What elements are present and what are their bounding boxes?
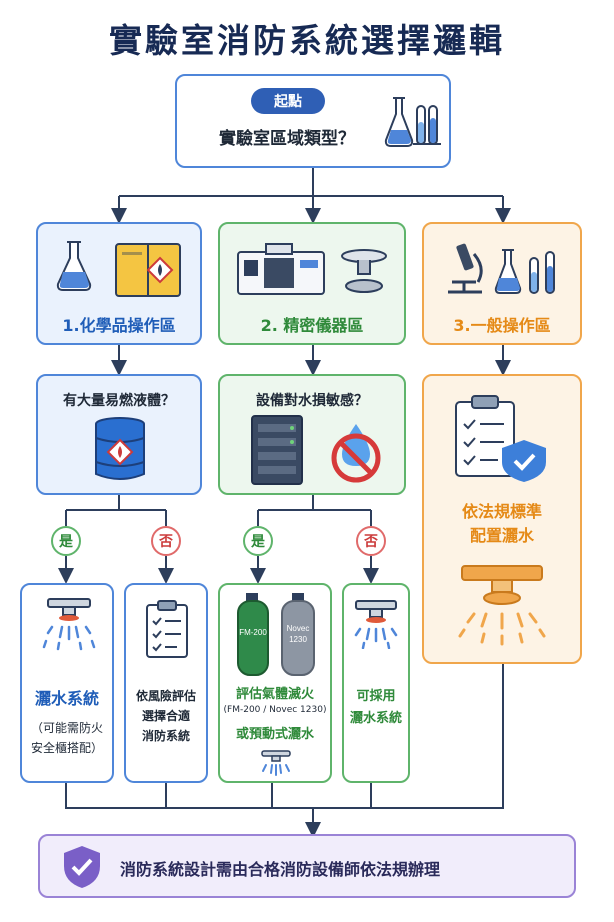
- answer-yes-water: 是: [243, 526, 273, 556]
- balance-instrument-icon: [341, 249, 387, 293]
- clipboard-checklist-icon: [146, 600, 188, 658]
- gas-cylinders-icon: FM-200 Novec 1230: [237, 593, 315, 676]
- outcome-general-line-1: 依法規標準: [461, 502, 542, 521]
- no-water-icon: [331, 424, 381, 483]
- checklist-shield-icon: [455, 395, 546, 482]
- question-flammable: 有大量易燃液體？: [36, 374, 202, 495]
- outcome-sprinkler-note-2: 安全櫃搭配）: [30, 741, 103, 755]
- sprinkler-icon: [42, 598, 96, 651]
- outcome-risk-assessment: 依風險評估 選擇合適 消防系統: [124, 583, 208, 783]
- flammable-cabinet-icon: [115, 243, 181, 297]
- outcome-sprinkler-title: 灑水系統: [34, 689, 99, 708]
- question-water-sensitive-text: 設備對水損敏感？: [256, 393, 368, 409]
- shield-check-icon: [64, 846, 100, 888]
- page-title: 實驗室消防系統選擇邏輯: [109, 21, 505, 60]
- question-flammable-text: 有大量易燃液體？: [63, 393, 175, 409]
- zone-general: 3.一般操作區: [422, 222, 582, 345]
- outcome-gas-or: 或預動式灑水: [235, 727, 314, 742]
- flask-icon: [56, 241, 92, 291]
- tank-label-right-1: Novec: [287, 624, 310, 633]
- tank-label-left: FM-200: [239, 628, 267, 637]
- answer-yes-flammable: 是: [51, 526, 81, 556]
- outcome-sprinkler: 灑水系統 （可能需防火 安全櫃搭配）: [20, 583, 114, 783]
- question-water-sensitive: 設備對水損敏感？: [218, 374, 406, 495]
- outcome-can-sprinkler-line-2: 灑水系統: [349, 711, 402, 726]
- outcome-can-sprinkler: 可採用 灑水系統: [342, 583, 410, 783]
- outcome-general-line-2: 配置灑水: [469, 526, 534, 545]
- footer-note: 消防系統設計需由合格消防設備師依法規辦理: [38, 834, 576, 898]
- outcome-gas-suppression: FM-200 Novec 1230 評估氣體滅火 (FM-200 / Novec…: [218, 583, 332, 783]
- outcome-sprinkler-note-1: （可能需防火: [30, 721, 103, 735]
- precision-instrument-icon: [237, 243, 325, 295]
- microscope-flask-icon: [448, 243, 555, 294]
- outcome-risk-line-2: 選擇合適: [141, 709, 190, 723]
- outcome-risk-line-1: 依風險評估: [135, 689, 196, 703]
- outcome-gas-detail: (FM-200 / Novec 1230): [223, 705, 327, 715]
- outcome-gas-title: 評估氣體滅火: [235, 687, 314, 702]
- start-question: 實驗室區域類型？: [219, 129, 355, 149]
- outcome-can-sprinkler-line-1: 可採用: [356, 689, 396, 704]
- zone-chemical-label: 1.化學品操作區: [62, 316, 176, 335]
- flammable-barrel-icon: [95, 417, 145, 480]
- server-rack-icon: [251, 415, 303, 485]
- sprinkler-spray-icon: [458, 565, 546, 646]
- zone-instrument: 2. 精密儀器區: [218, 222, 406, 345]
- zone-instrument-label: 2. 精密儀器區: [260, 316, 364, 335]
- flask-test-tubes-icon: [384, 97, 441, 147]
- answer-no-water: 否: [356, 526, 386, 556]
- sprinkler-icon: [354, 600, 398, 649]
- zone-chemical: 1.化學品操作區: [36, 222, 202, 345]
- tank-label-right-2: 1230: [289, 635, 307, 644]
- preaction-sprinkler-icon: [261, 750, 291, 776]
- answer-no-flammable: 否: [151, 526, 181, 556]
- footer-text: 消防系統設計需由合格消防設備師依法規辦理: [120, 860, 441, 879]
- start-box: 起點 實驗室區域類型？: [175, 74, 451, 168]
- start-badge: 起點: [251, 88, 325, 114]
- zone-general-label: 3.一般操作區: [453, 316, 551, 335]
- outcome-general: 依法規標準 配置灑水: [422, 374, 582, 664]
- outcome-risk-line-3: 消防系統: [141, 729, 190, 743]
